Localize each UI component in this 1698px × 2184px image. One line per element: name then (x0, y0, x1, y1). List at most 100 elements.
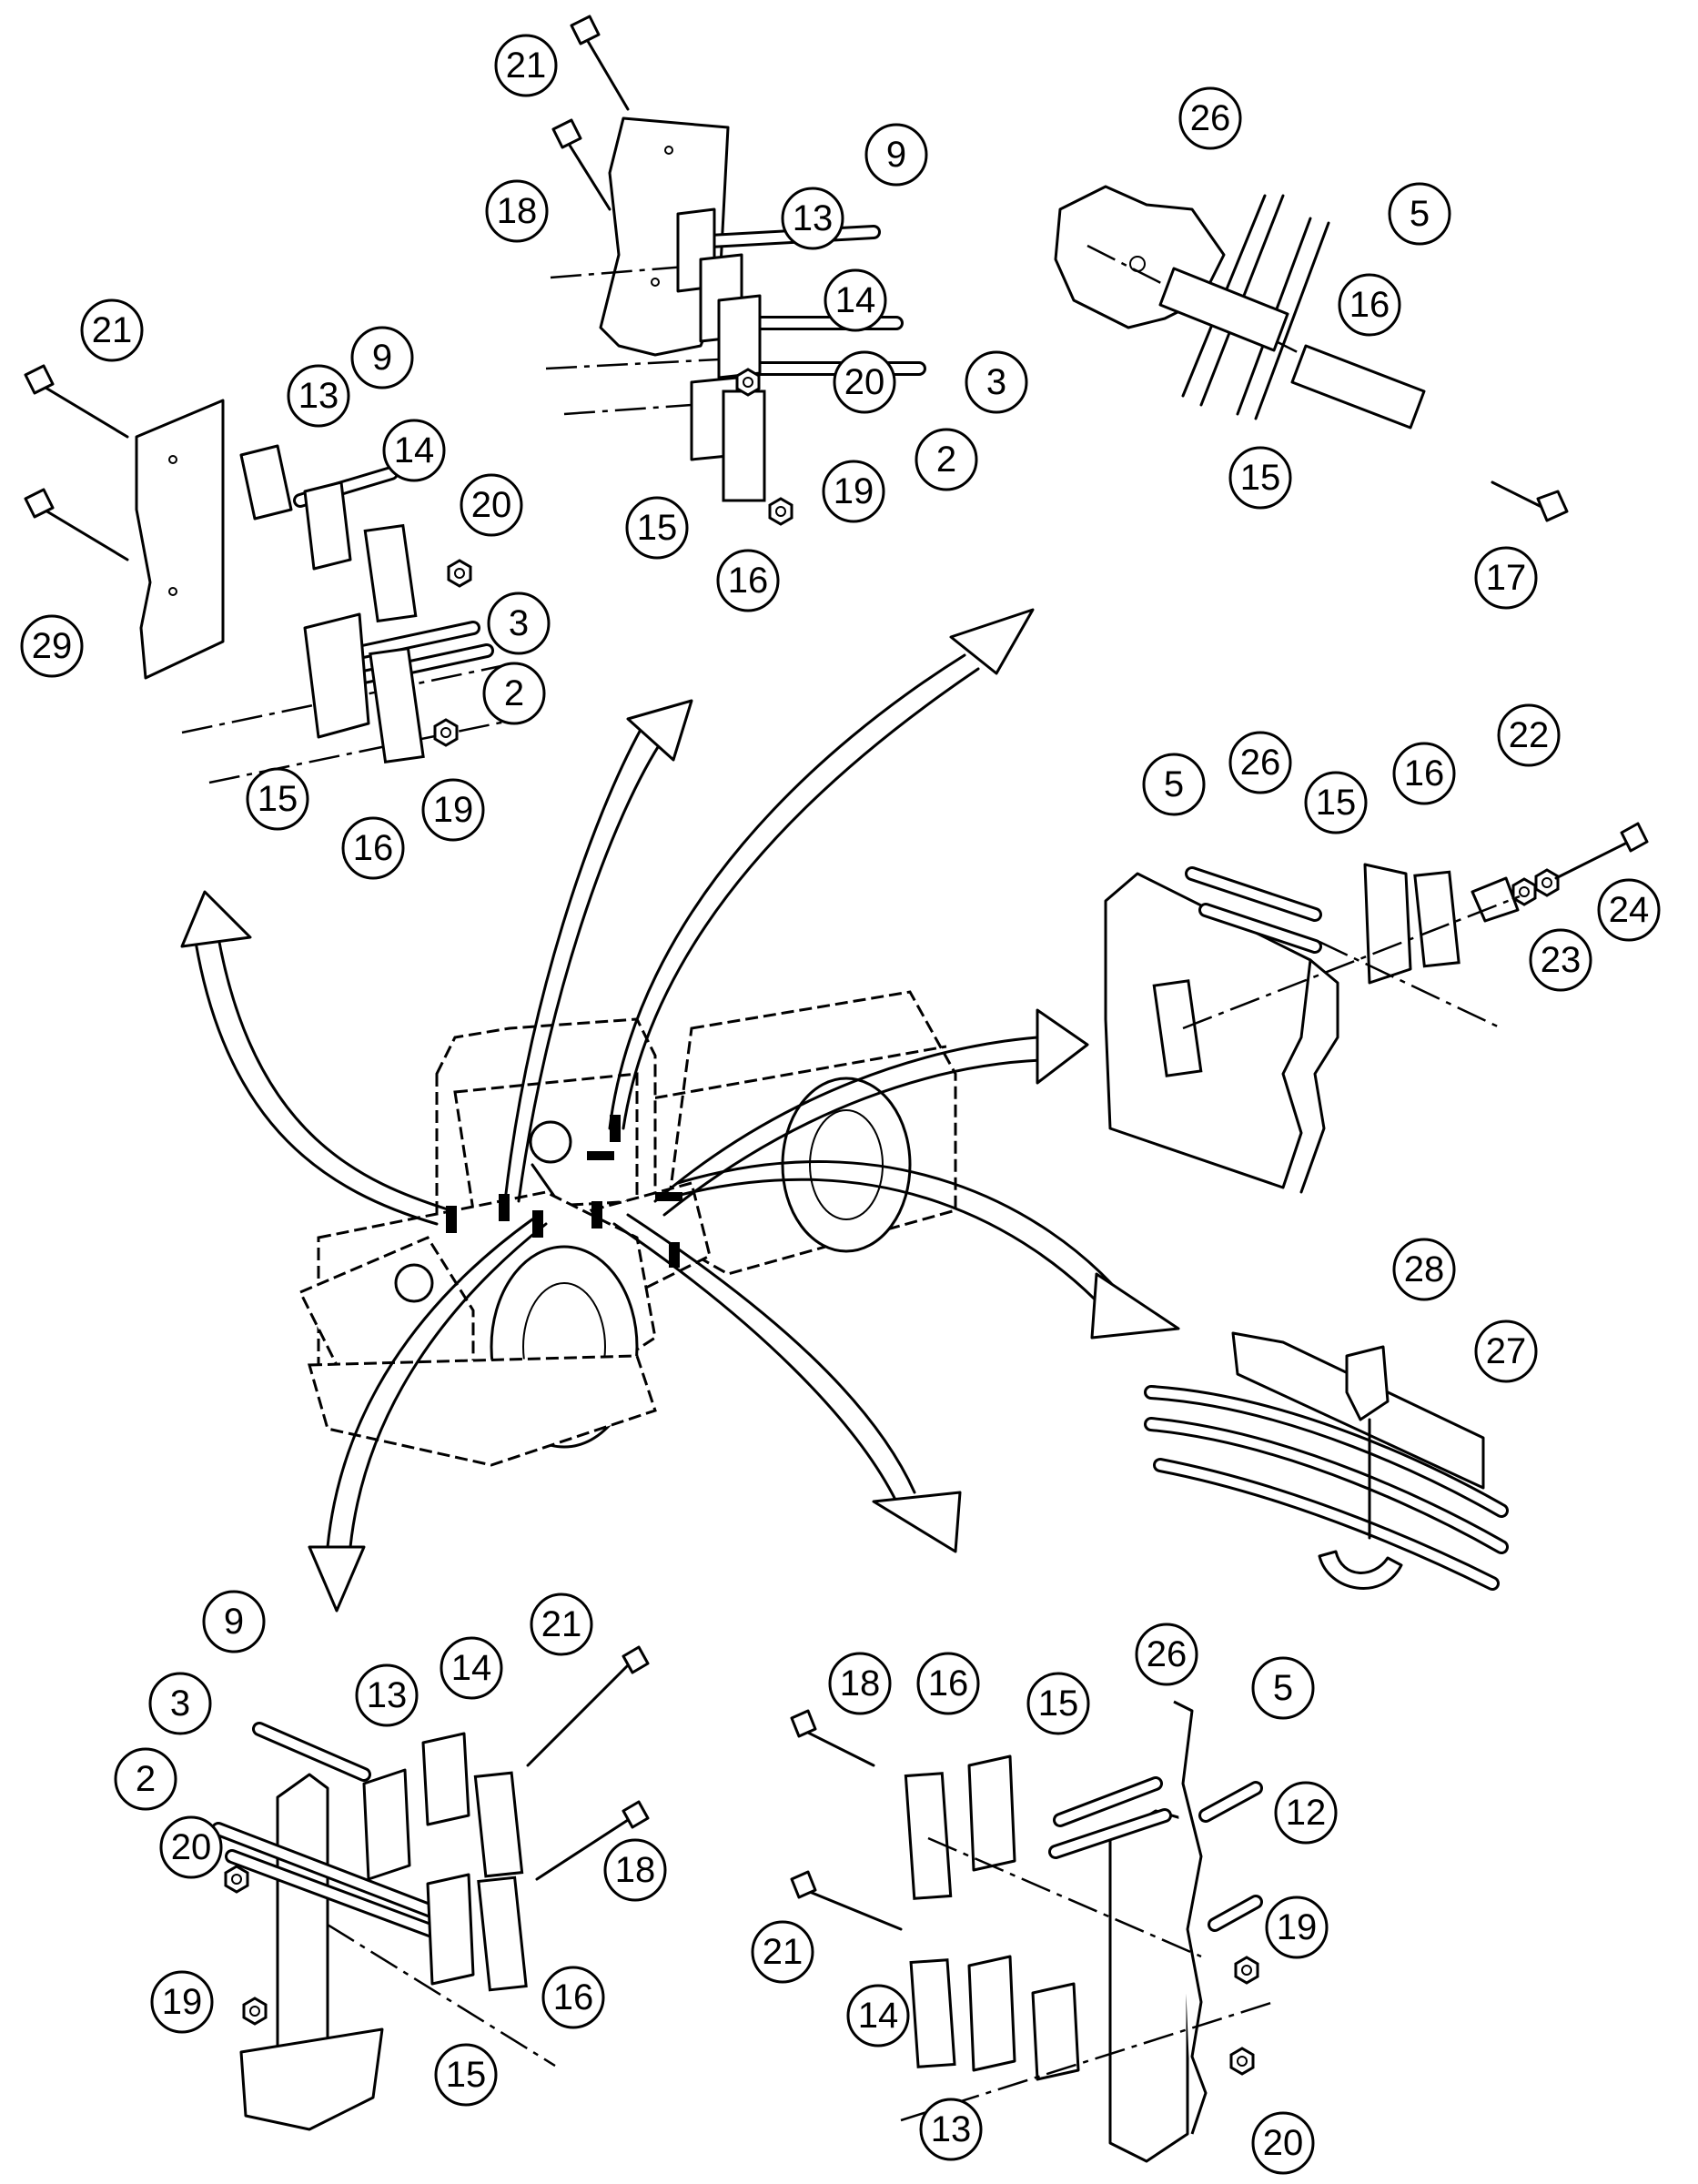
svg-text:3: 3 (986, 362, 1006, 402)
callout-top-left-4: 14 (382, 419, 446, 482)
svg-text:14: 14 (394, 430, 435, 470)
callout-bottom-left-6: 2 (114, 1747, 177, 1811)
svg-text:20: 20 (1263, 2123, 1304, 2163)
callout-mid-right-7: 23 (1529, 928, 1592, 992)
assembly-mid-right (1104, 822, 1649, 1194)
svg-text:18: 18 (497, 191, 538, 231)
svg-text:9: 9 (886, 135, 906, 175)
callout-top-center-2: 18 (485, 179, 549, 243)
callout-top-center-7: 20 (833, 350, 896, 414)
callout-top-center-8: 2 (915, 428, 978, 491)
svg-text:26: 26 (1240, 743, 1281, 783)
svg-text:23: 23 (1541, 940, 1582, 980)
svg-text:28: 28 (1404, 1249, 1445, 1289)
svg-text:20: 20 (844, 362, 885, 402)
svg-text:15: 15 (1038, 1684, 1079, 1724)
svg-text:18: 18 (615, 1850, 656, 1890)
callout-bottom-left-1: 9 (202, 1590, 266, 1653)
callout-mid-right-4: 16 (1392, 742, 1456, 805)
svg-text:16: 16 (1349, 285, 1390, 325)
callout-top-right-1: 26 (1178, 86, 1242, 150)
callout-top-center-1: 21 (494, 34, 558, 97)
svg-text:16: 16 (728, 561, 769, 601)
svg-text:29: 29 (32, 626, 73, 666)
callout-top-center-3: 9 (864, 123, 928, 187)
callout-tie-strap-1: 28 (1392, 1238, 1456, 1301)
svg-text:15: 15 (258, 779, 298, 819)
svg-text:24: 24 (1609, 890, 1650, 930)
svg-text:2: 2 (504, 673, 524, 713)
svg-text:12: 12 (1286, 1793, 1327, 1833)
svg-text:3: 3 (509, 603, 529, 643)
svg-text:21: 21 (92, 310, 133, 350)
svg-text:21: 21 (506, 46, 547, 86)
callout-mid-right-6: 24 (1597, 878, 1661, 942)
callout-top-left-1: 21 (80, 298, 144, 362)
svg-text:21: 21 (541, 1604, 582, 1644)
callout-top-center-5: 14 (824, 268, 887, 332)
svg-text:13: 13 (298, 376, 339, 416)
callout-top-right-3: 16 (1338, 273, 1401, 337)
callout-mid-right-3: 15 (1304, 771, 1368, 834)
svg-text:15: 15 (1240, 458, 1281, 498)
callout-bottom-left-2: 21 (530, 1592, 593, 1656)
callout-mid-right-2: 26 (1228, 731, 1292, 794)
callout-top-center-11: 16 (716, 549, 780, 612)
callout-bottom-left-7: 20 (159, 1815, 223, 1879)
svg-text:26: 26 (1190, 98, 1231, 138)
callout-bottom-right-11: 20 (1251, 2111, 1315, 2175)
assembly-top-left (24, 364, 520, 784)
svg-text:15: 15 (1316, 783, 1357, 823)
callout-top-left-5: 20 (460, 473, 523, 537)
svg-text:17: 17 (1486, 558, 1527, 598)
callout-top-center-6: 3 (965, 350, 1028, 414)
callout-arrows (180, 608, 1180, 1613)
svg-text:21: 21 (763, 1932, 804, 1972)
callout-top-center-4: 13 (781, 187, 844, 250)
callout-mid-right-5: 22 (1497, 703, 1561, 767)
svg-text:13: 13 (931, 2109, 972, 2149)
callout-bottom-right-4: 26 (1135, 1623, 1198, 1686)
svg-text:5: 5 (1273, 1668, 1293, 1708)
svg-text:5: 5 (1410, 194, 1430, 234)
svg-text:19: 19 (433, 790, 474, 830)
svg-text:19: 19 (162, 1982, 203, 2022)
callout-mid-right-1: 5 (1142, 753, 1206, 816)
svg-text:3: 3 (170, 1684, 190, 1724)
svg-text:5: 5 (1164, 764, 1184, 804)
callout-top-right-4: 15 (1228, 446, 1292, 510)
svg-text:26: 26 (1147, 1634, 1188, 1674)
svg-text:16: 16 (928, 1663, 969, 1704)
callout-bottom-left-8: 18 (603, 1838, 667, 1902)
assembly-bottom-left (211, 1645, 650, 2131)
callout-bottom-right-3: 15 (1026, 1672, 1090, 1735)
assembly-top-right (1054, 185, 1569, 522)
callout-top-left-9: 15 (246, 767, 309, 831)
callout-top-left-10: 19 (421, 778, 485, 842)
callout-top-right-2: 5 (1388, 182, 1451, 246)
callout-bottom-right-8: 19 (1265, 1896, 1329, 1959)
assembly-top-center (545, 15, 926, 526)
svg-text:22: 22 (1509, 715, 1550, 755)
callout-bottom-right-2: 16 (916, 1652, 980, 1715)
svg-text:14: 14 (858, 1996, 899, 2036)
svg-text:18: 18 (840, 1663, 881, 1704)
assembly-tie-strap (1144, 1331, 1509, 1591)
callout-bottom-left-4: 14 (440, 1636, 503, 1700)
svg-text:16: 16 (1404, 753, 1445, 794)
callout-bottom-right-6: 12 (1274, 1781, 1338, 1845)
svg-text:16: 16 (353, 828, 394, 868)
callout-bottom-right-1: 18 (828, 1652, 892, 1715)
svg-text:14: 14 (451, 1648, 492, 1688)
svg-text:2: 2 (136, 1759, 156, 1799)
svg-text:14: 14 (835, 280, 876, 320)
callout-top-center-9: 19 (822, 460, 885, 523)
svg-text:2: 2 (936, 440, 956, 480)
svg-text:15: 15 (637, 508, 678, 548)
callout-top-left-11: 16 (341, 816, 405, 880)
callout-bottom-right-9: 14 (846, 1984, 910, 2048)
svg-text:20: 20 (171, 1827, 212, 1867)
callout-top-left-7: 3 (487, 592, 551, 655)
svg-text:13: 13 (367, 1675, 408, 1715)
